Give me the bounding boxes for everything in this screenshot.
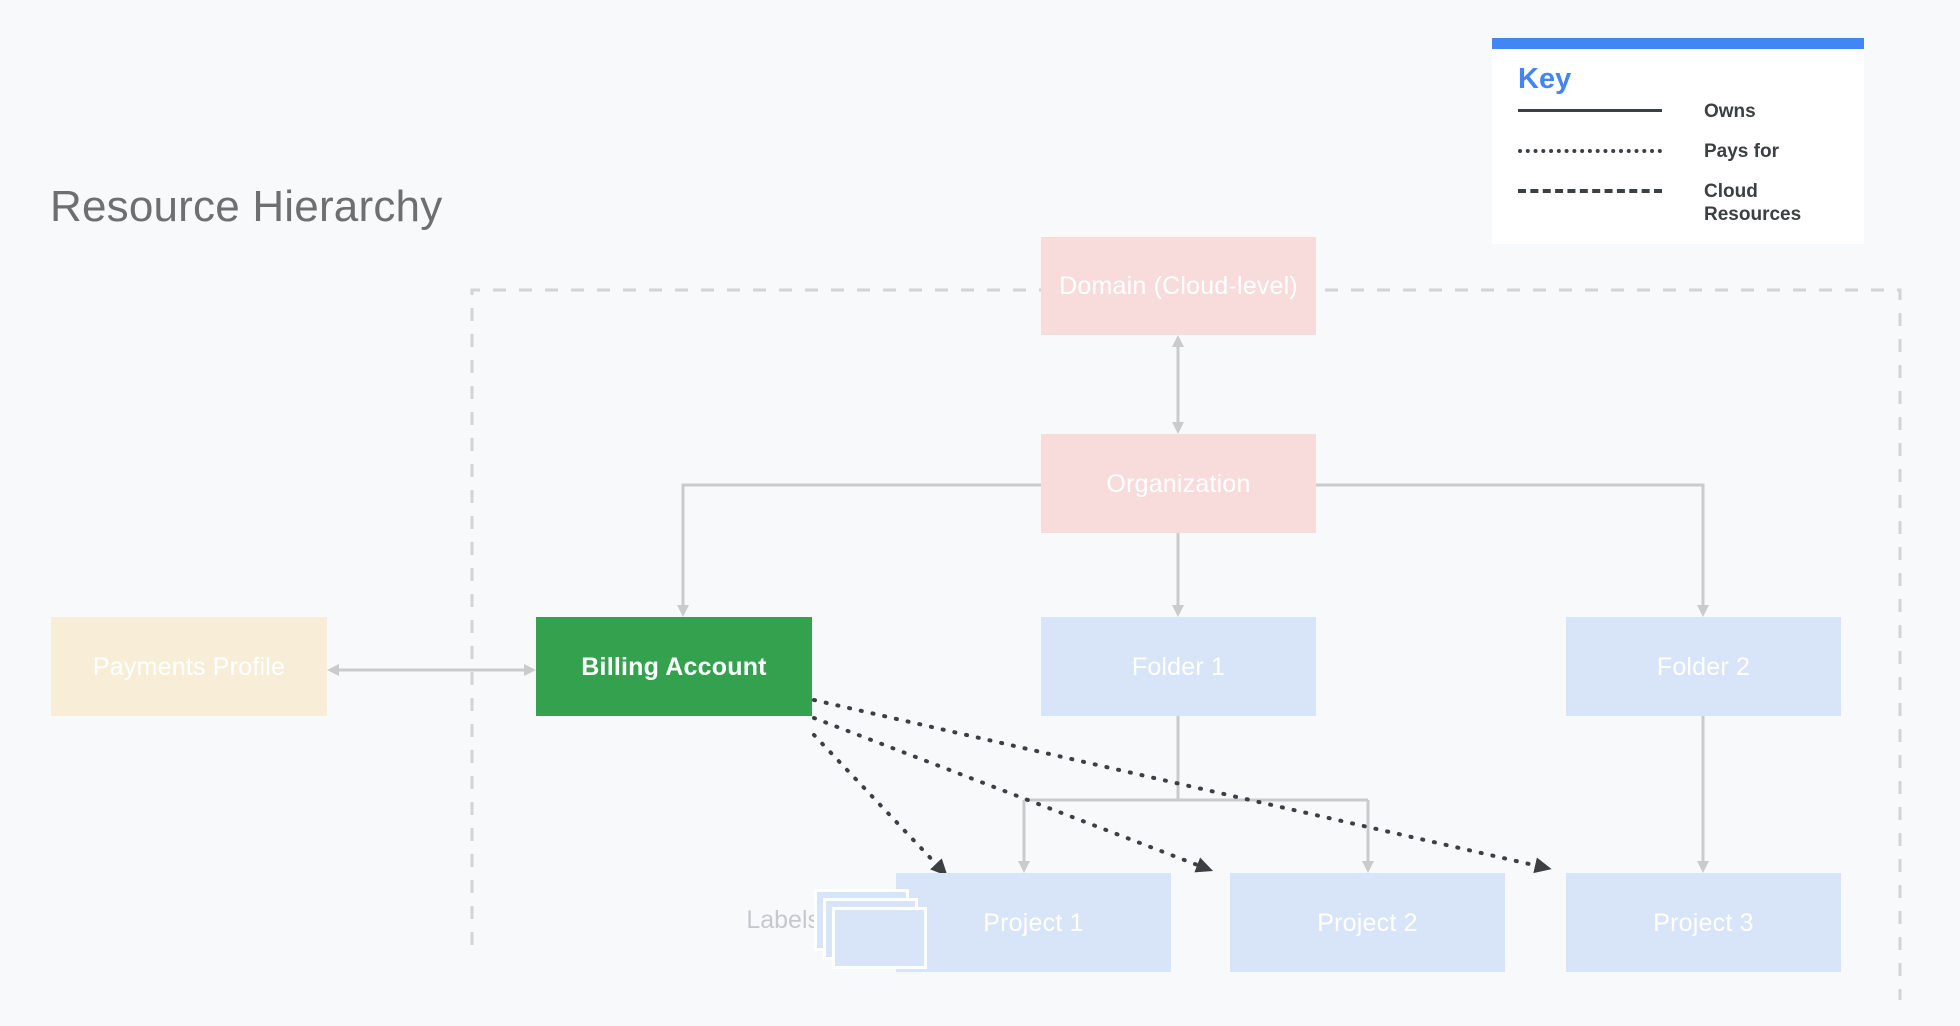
node-domain[interactable]: Domain (Cloud-level) [1041, 237, 1316, 335]
labels-caption: Labels [746, 906, 820, 934]
node-billing-account-label: Billing Account [581, 652, 767, 681]
node-domain-label: Domain (Cloud-level) [1059, 272, 1298, 300]
dotted-line-swatch-icon [1518, 140, 1662, 160]
labels-card-stack[interactable] [814, 889, 934, 969]
key-legend-panel: Key Owns Pays for Cloud Resources [1492, 38, 1864, 245]
node-payments-profile[interactable]: Payments Profile [51, 617, 327, 716]
key-row-cloud-resources: Cloud Resources [1518, 180, 1842, 226]
edge-billing-project1-paysfor [812, 733, 948, 877]
key-title: Key [1518, 63, 1572, 95]
node-project-1[interactable]: Project 1 [896, 873, 1171, 972]
key-row-owns: Owns [1518, 100, 1842, 126]
edge-billing-project3-paysfor [812, 698, 1552, 874]
solid-line-swatch-icon [1518, 100, 1662, 120]
key-accent-bar [1492, 38, 1864, 49]
edge-organization-billing [677, 483, 1041, 617]
node-project-1-label: Project 1 [983, 908, 1084, 937]
node-project-3-label: Project 3 [1653, 908, 1754, 937]
label-card-front [832, 907, 927, 969]
dashed-line-swatch-icon [1518, 180, 1662, 200]
key-label-pays-for: Pays for [1704, 141, 1779, 162]
node-project-2[interactable]: Project 2 [1230, 873, 1505, 972]
edge-folder1-projects [1018, 716, 1374, 873]
node-folder-1[interactable]: Folder 1 [1041, 617, 1316, 716]
key-label-owns: Owns [1704, 101, 1756, 122]
node-folder-2[interactable]: Folder 2 [1566, 617, 1841, 716]
edge-billing-project2-paysfor [812, 716, 1214, 873]
key-label-cloud-resources: Cloud Resources [1704, 181, 1802, 226]
node-payments-profile-label: Payments Profile [92, 652, 286, 681]
edge-organization-folder2 [1316, 483, 1709, 617]
node-organization-label: Organization [1106, 469, 1251, 498]
node-folder-1-label: Folder 1 [1131, 652, 1226, 681]
node-organization[interactable]: Organization [1041, 434, 1316, 533]
node-project-3[interactable]: Project 3 [1566, 873, 1841, 972]
node-project-2-label: Project 2 [1317, 908, 1418, 937]
page-title: Resource Hierarchy [50, 182, 443, 231]
node-folder-2-label: Folder 2 [1656, 652, 1751, 681]
key-row-pays-for: Pays for [1518, 140, 1842, 166]
key-body: Key Owns Pays for Cloud Resources [1492, 49, 1864, 244]
node-billing-account[interactable]: Billing Account [536, 617, 812, 716]
